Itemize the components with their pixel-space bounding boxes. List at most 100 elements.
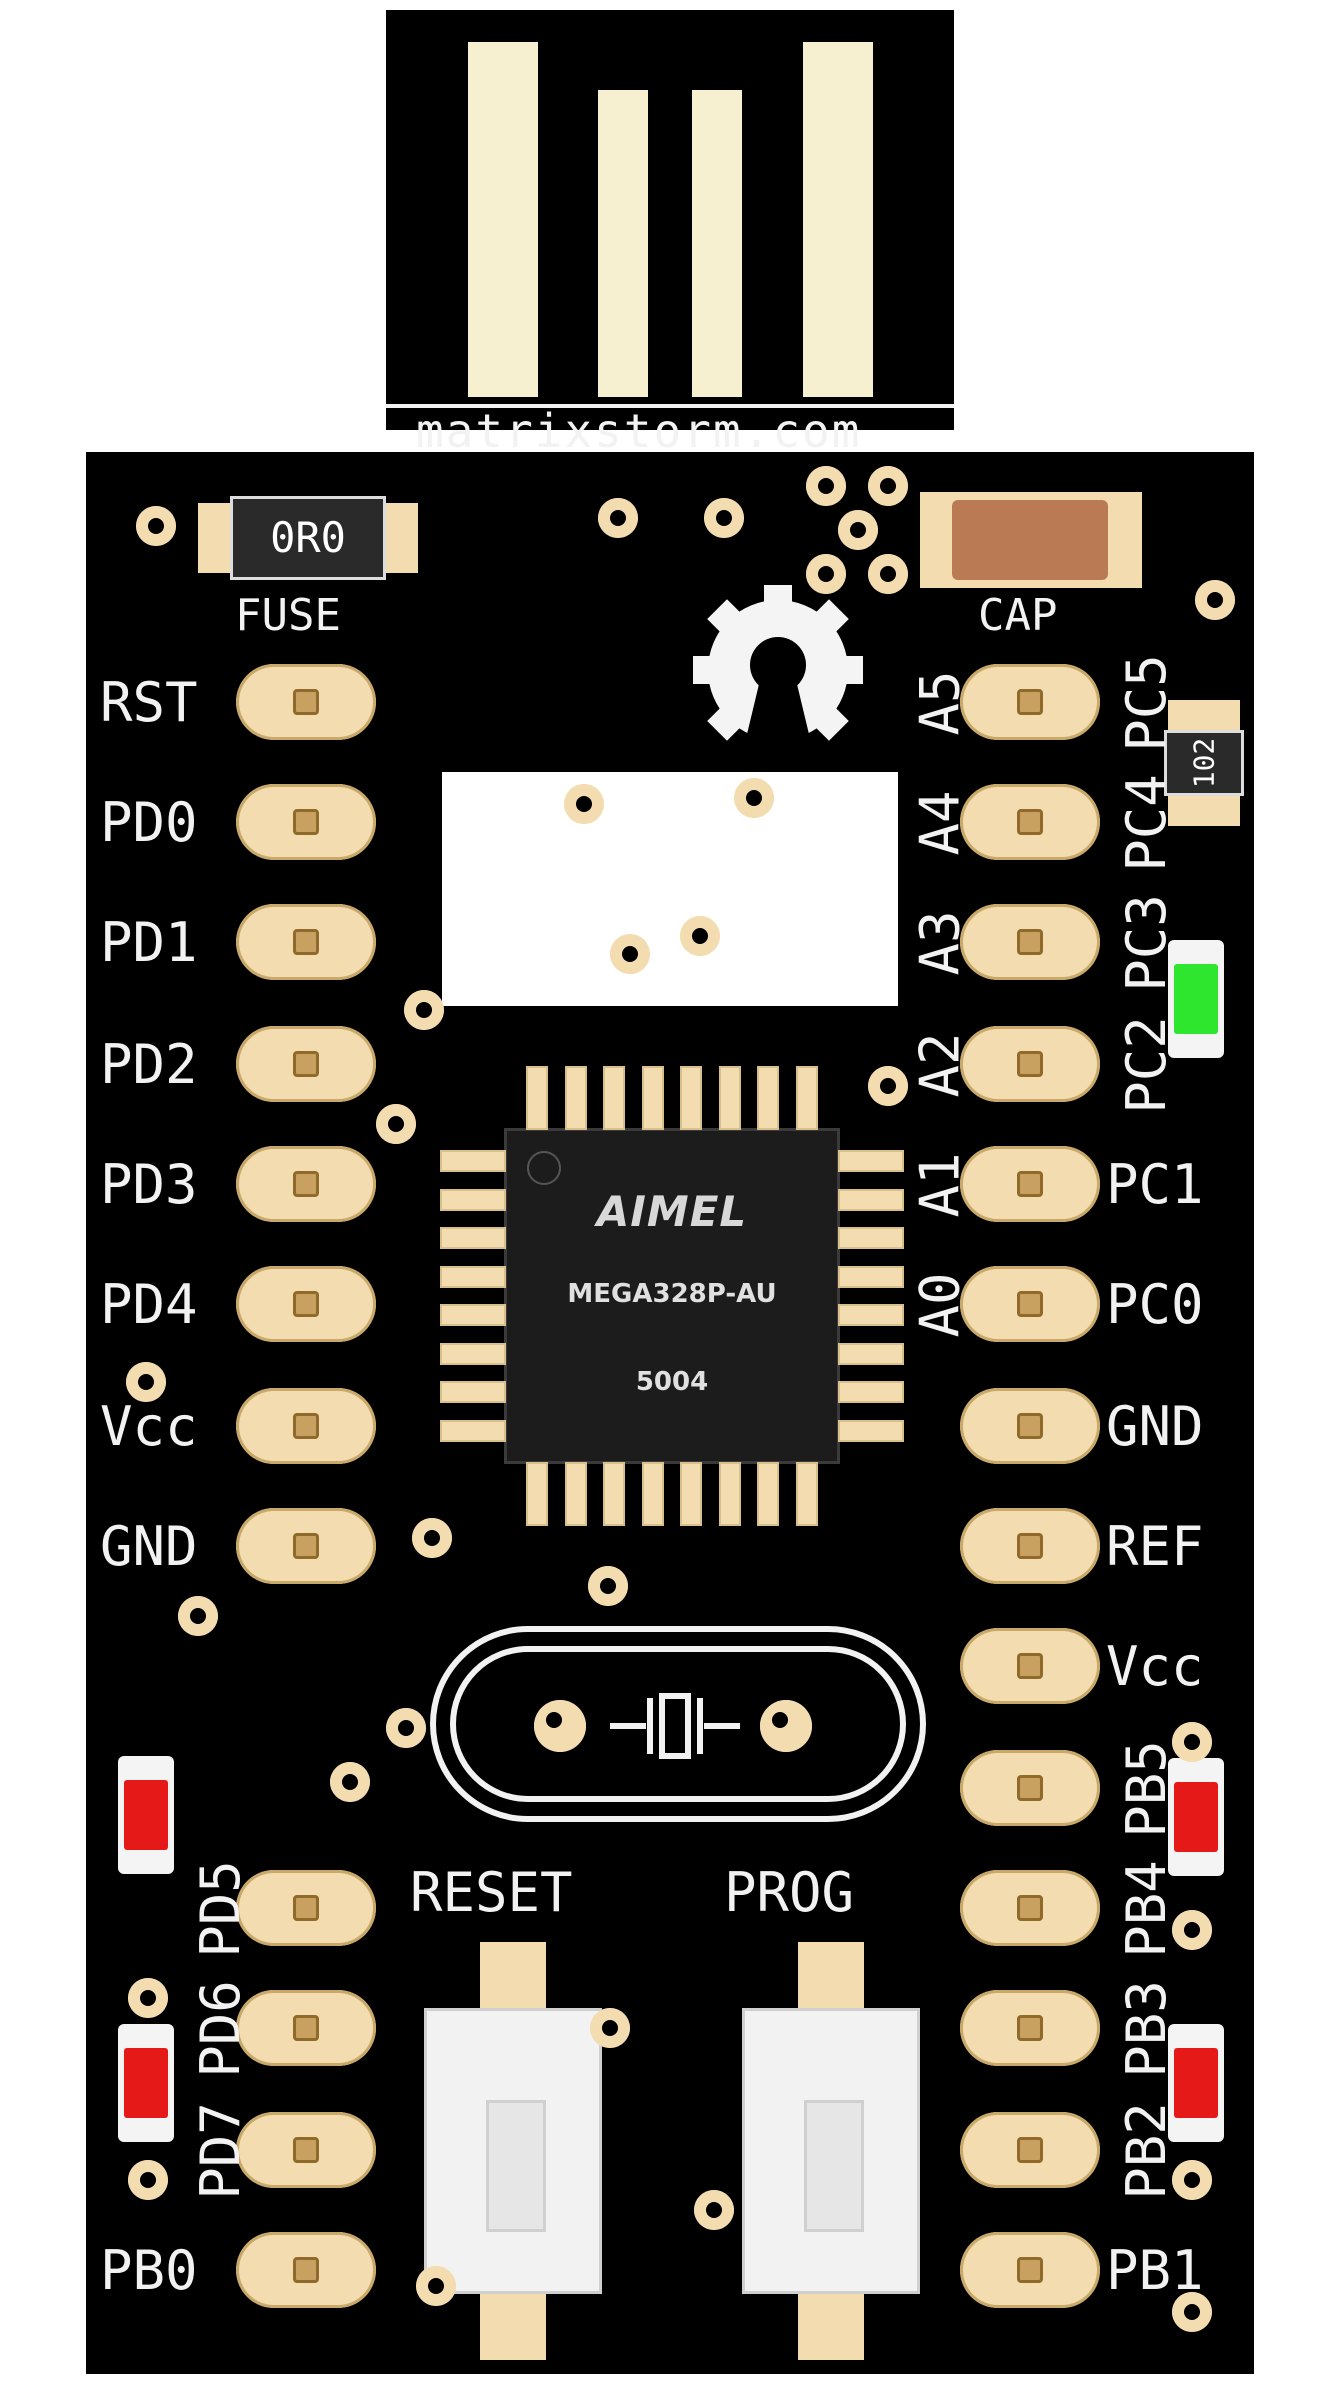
pin-label-left: Vcc — [100, 1395, 198, 1458]
reset-button[interactable] — [424, 1942, 602, 2360]
mcu-chip: AIMEL MEGA328P-AU 5004 — [504, 1128, 840, 1464]
via — [412, 1518, 452, 1558]
analog-label: A4 — [908, 790, 972, 856]
header-pad-left — [236, 784, 376, 860]
mcu-pin — [680, 1066, 702, 1130]
via — [1195, 580, 1235, 620]
pin-label-left: RST — [100, 671, 198, 734]
header-pad-lower-left — [236, 1990, 376, 2066]
reset-label: RESET — [410, 1861, 573, 1924]
pin-label-right: PC4 — [1114, 774, 1178, 872]
usb-contact-1 — [468, 42, 538, 397]
pin-label-lower-left: PB0 — [100, 2239, 198, 2302]
site-label: matrixstorm.com — [416, 404, 862, 458]
analog-label: A3 — [908, 910, 972, 976]
pin-label-right: PC0 — [1106, 1273, 1204, 1336]
via — [1172, 1910, 1212, 1950]
pin-label-right: PC5 — [1114, 654, 1178, 752]
pin-label-left: PD4 — [100, 1273, 198, 1336]
header-pad-right — [960, 2232, 1100, 2308]
via — [136, 506, 176, 546]
pin-label-right: PC3 — [1114, 894, 1178, 992]
pin-label-lower-left: PD5 — [188, 1860, 252, 1958]
cap-label: CAP — [978, 590, 1058, 641]
via — [128, 2160, 168, 2200]
mcu-pin — [838, 1150, 904, 1172]
mcu-pin — [718, 1066, 741, 1130]
mcu-pin — [838, 1381, 904, 1403]
prog-button-cap[interactable] — [804, 2100, 864, 2232]
usb-contact-3 — [692, 90, 742, 397]
mcu-pin — [838, 1227, 904, 1249]
crystal-pin — [760, 1700, 812, 1752]
pin-label-left: PD2 — [100, 1033, 198, 1096]
header-pad-right — [960, 1388, 1100, 1464]
via — [806, 554, 846, 594]
pin-label-right: GND — [1106, 1395, 1204, 1458]
header-pad-right — [960, 904, 1100, 980]
usb-divider — [386, 404, 954, 408]
via — [590, 2008, 630, 2048]
header-pad-left — [236, 1508, 376, 1584]
via — [126, 1362, 166, 1402]
pin-label-left: GND — [100, 1515, 198, 1578]
mcu-pin — [838, 1419, 904, 1442]
header-pad-right — [960, 1750, 1100, 1826]
mcu-pin — [440, 1265, 506, 1288]
reset-button-cap[interactable] — [486, 2100, 546, 2232]
via — [868, 1066, 908, 1106]
led-pb3 — [1168, 2024, 1224, 2142]
header-pad-right — [960, 1026, 1100, 1102]
header-pad-right — [960, 1870, 1100, 1946]
pin-label-right: REF — [1106, 1515, 1204, 1578]
mcu-pin — [838, 1265, 904, 1288]
via — [598, 498, 638, 538]
fuse-value: 0R0 — [270, 513, 346, 562]
mcu-pin — [718, 1462, 741, 1526]
mcu-pin — [641, 1066, 664, 1130]
header-pad-left — [236, 664, 376, 740]
mcu-pin — [564, 1066, 587, 1130]
mcu-pin — [795, 1462, 818, 1526]
via — [1172, 2160, 1212, 2200]
resistor-body: 102 — [1164, 730, 1244, 796]
power-led — [1168, 940, 1224, 1058]
usb-contact-2 — [598, 90, 648, 397]
pin-label-left: PD1 — [100, 911, 198, 974]
crystal-symbol — [610, 1693, 740, 1759]
header-pad-left — [236, 1146, 376, 1222]
capacitor — [952, 500, 1108, 580]
pin-label-right: PC1 — [1106, 1153, 1204, 1216]
pin-label-right: PB4 — [1114, 1860, 1178, 1958]
via — [416, 2266, 456, 2306]
mcu-pin — [440, 1188, 506, 1211]
header-pad-left — [236, 1026, 376, 1102]
mcu-pin — [603, 1462, 625, 1526]
pin-label-lower-left: PD6 — [188, 1980, 252, 2078]
header-pad-lower-left — [236, 2232, 376, 2308]
open-hardware-icon — [693, 585, 863, 755]
mcu-pin — [603, 1066, 625, 1130]
silk-block — [442, 772, 898, 1006]
via — [404, 990, 444, 1030]
header-pad-right — [960, 1508, 1100, 1584]
via — [1172, 1722, 1212, 1762]
prog-button[interactable] — [742, 1942, 920, 2360]
crystal-pin — [534, 1700, 586, 1752]
header-pad-left — [236, 1266, 376, 1342]
header-pad-right — [960, 784, 1100, 860]
mcu-pin — [526, 1462, 548, 1526]
chip-code: 5004 — [635, 1367, 709, 1397]
analog-label: A1 — [908, 1152, 972, 1218]
mcu-pin — [440, 1419, 506, 1442]
header-pad-left — [236, 1388, 376, 1464]
via — [806, 466, 846, 506]
mcu-pin — [795, 1066, 818, 1130]
pin-label-right: Vcc — [1106, 1635, 1204, 1698]
analog-label: A0 — [908, 1272, 972, 1338]
mcu-pin — [680, 1462, 702, 1526]
via — [386, 1708, 426, 1748]
resistor-value: 102 — [1186, 737, 1220, 789]
via — [178, 1596, 218, 1636]
